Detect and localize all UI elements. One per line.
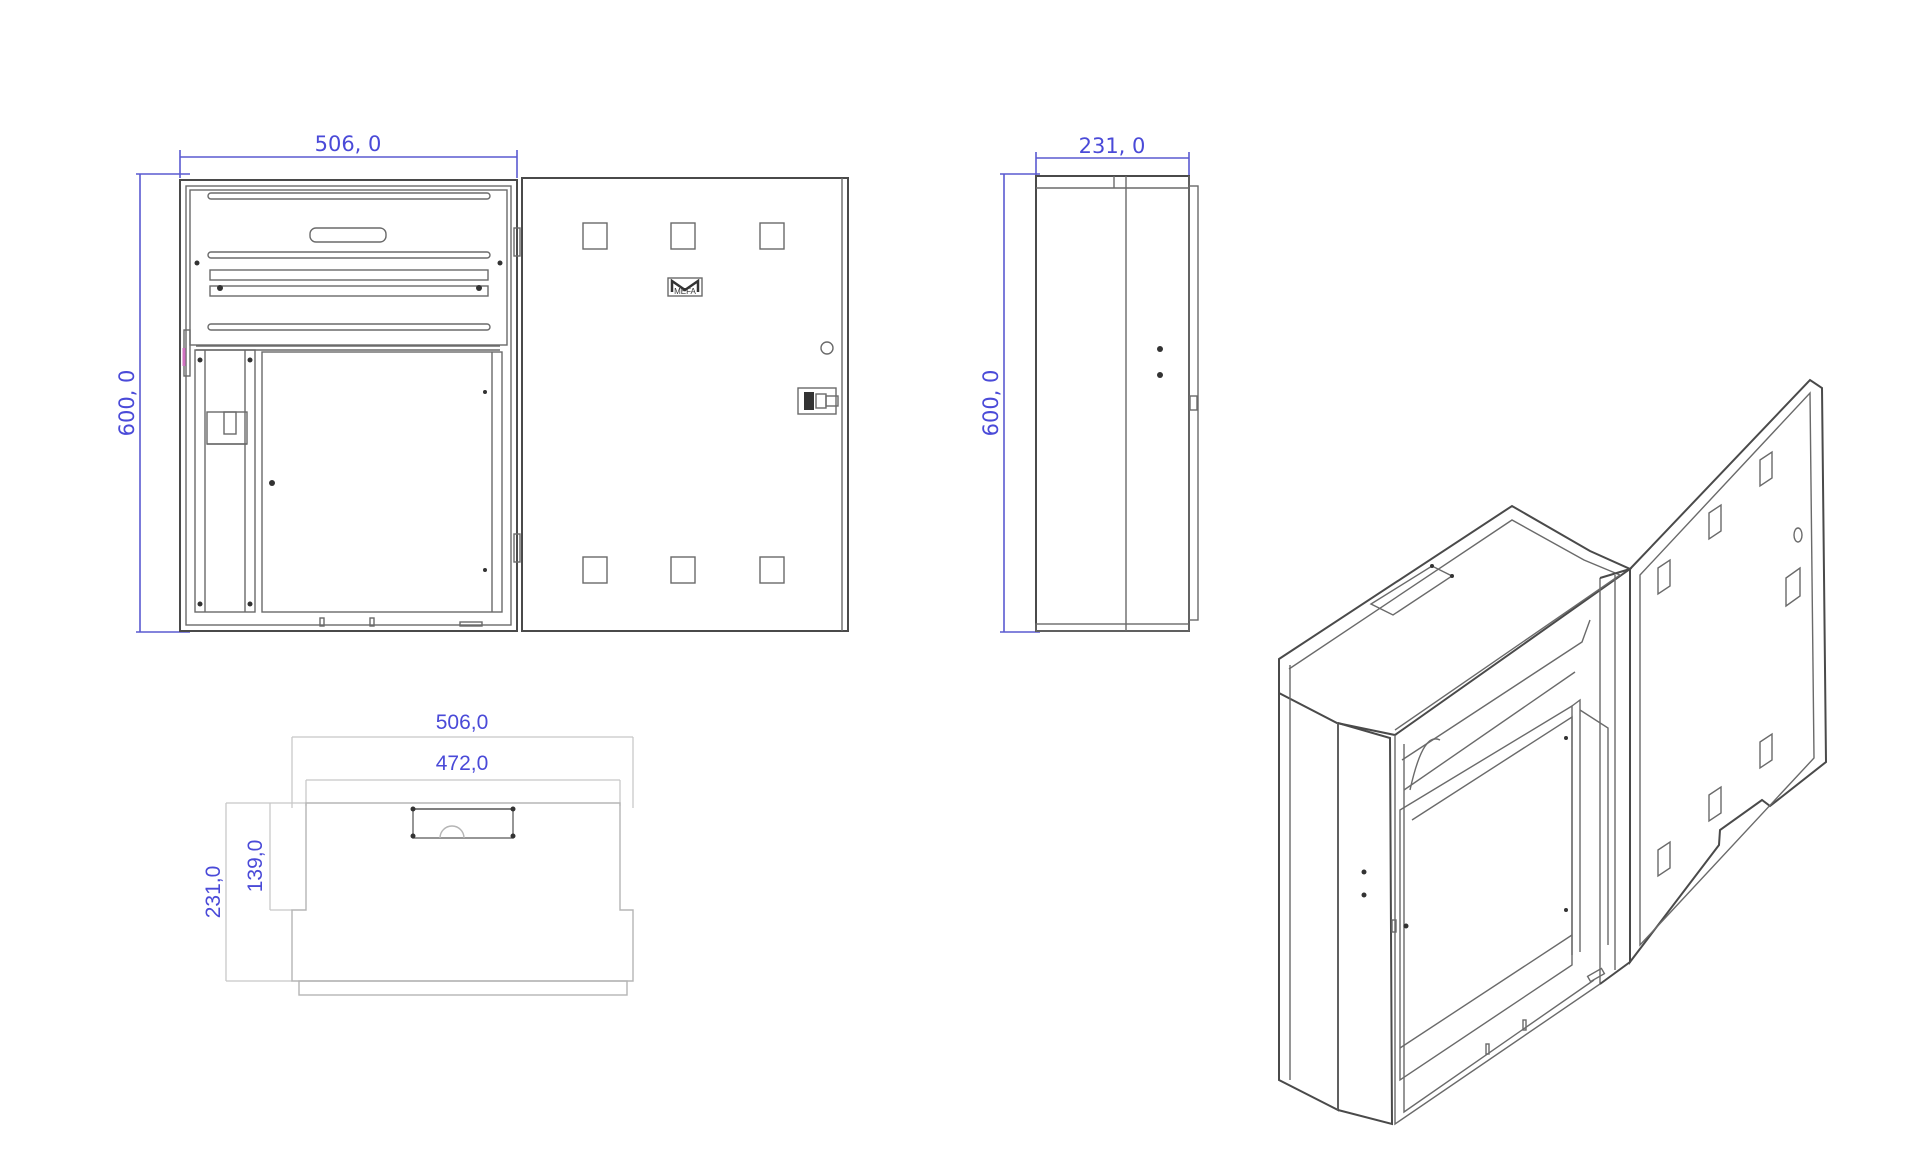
top-door-outline bbox=[298, 980, 628, 996]
latch-column bbox=[194, 349, 256, 613]
front-width-label: 506, 0 bbox=[315, 132, 382, 156]
top-inner-width-label: 472,0 bbox=[436, 752, 489, 775]
brand-logo: MEFA bbox=[667, 277, 703, 297]
side-height-dimension: 600, 0 bbox=[979, 173, 1040, 633]
door-vent-squares-bottom bbox=[582, 556, 785, 584]
front-width-dimension: 506, 0 bbox=[179, 132, 518, 178]
front-view: 506, 0 600, 0 bbox=[115, 132, 849, 633]
front-height-label: 600, 0 bbox=[115, 370, 139, 437]
iso-door-vents bbox=[1657, 450, 1801, 878]
top-mail-slot bbox=[410, 806, 516, 839]
svg-text:MEFA: MEFA bbox=[674, 287, 696, 296]
side-door-edge bbox=[1188, 185, 1199, 621]
door-vent-squares-top bbox=[582, 222, 785, 250]
top-total-depth-label: 231,0 bbox=[202, 866, 225, 919]
side-view: 231, 0 600, 0 bbox=[979, 134, 1199, 633]
front-body-outline bbox=[179, 179, 518, 632]
isometric-view bbox=[1278, 378, 1828, 1126]
iso-lock-cylinder-icon bbox=[1793, 527, 1803, 543]
iso-top-face bbox=[1278, 504, 1633, 737]
upper-hinge bbox=[513, 227, 521, 257]
top-outer-width-label: 506,0 bbox=[436, 711, 489, 734]
iso-front-frame bbox=[1337, 722, 1394, 1126]
top-outer-width-dimension: 506,0 bbox=[291, 711, 634, 808]
latch-mechanism bbox=[206, 411, 248, 445]
lower-hinge bbox=[513, 533, 521, 563]
side-height-label: 600, 0 bbox=[979, 370, 1003, 437]
top-inner-depth-label: 139,0 bbox=[244, 840, 267, 893]
lock-cylinder-icon bbox=[820, 341, 834, 355]
iso-parcel-compartment bbox=[1399, 704, 1573, 1082]
door-lock-icon bbox=[797, 387, 839, 415]
iso-open-door bbox=[1629, 378, 1828, 965]
top-total-depth-dimension: 231,0 bbox=[202, 802, 306, 982]
open-door bbox=[521, 177, 849, 632]
slot-handle bbox=[309, 227, 387, 243]
side-depth-label: 231, 0 bbox=[1079, 134, 1146, 158]
top-inner-depth-dimension: 139,0 bbox=[244, 803, 292, 911]
top-body-outline bbox=[291, 802, 634, 982]
side-body-outline bbox=[1035, 175, 1190, 632]
front-height-dimension: 600, 0 bbox=[115, 173, 190, 633]
iso-front-opening bbox=[1394, 578, 1601, 1126]
iso-left-face bbox=[1278, 659, 1339, 1112]
mail-slot-compartment bbox=[189, 189, 508, 346]
top-view: 506,0 472,0 231,0 139,0 bbox=[202, 711, 634, 996]
parcel-compartment bbox=[261, 351, 503, 613]
side-depth-dimension: 231, 0 bbox=[1035, 134, 1190, 178]
top-inner-width-dimension: 472,0 bbox=[305, 752, 621, 806]
